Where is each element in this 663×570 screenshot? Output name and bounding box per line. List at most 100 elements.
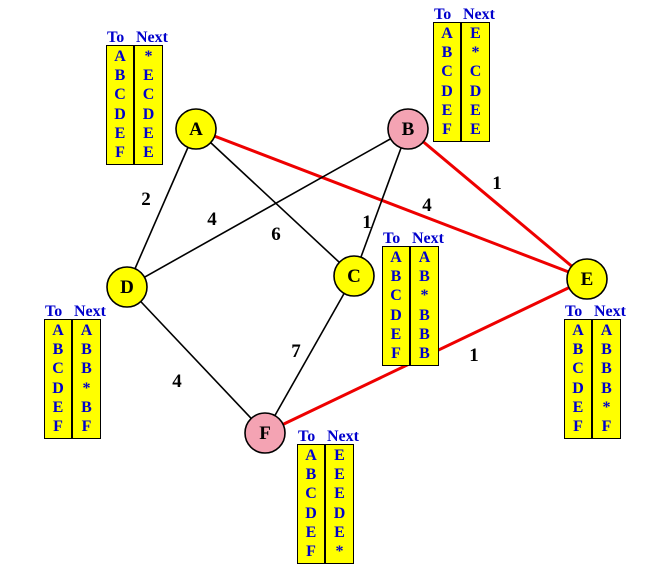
next-hop-cell: B <box>419 344 430 362</box>
destination-cell: B <box>114 67 126 85</box>
edge-weight-a-d: 2 <box>141 189 151 210</box>
column-divider <box>71 320 73 438</box>
next-hop-cell: E <box>143 143 154 161</box>
node-a: A <box>175 108 217 150</box>
node-circle-e <box>566 258 608 300</box>
edge-weight-a-e: 4 <box>422 195 432 216</box>
destination-cell: A <box>305 447 317 465</box>
next-hop-cell: B <box>81 360 92 378</box>
destination-cell: F <box>115 143 125 161</box>
next-hop-cell: B <box>81 341 92 359</box>
column-divider <box>409 247 411 365</box>
node-label-c: C <box>347 266 361 287</box>
destination-cell: C <box>390 287 402 305</box>
edge-d-f <box>126 286 266 434</box>
next-hop-cell: B <box>601 341 612 359</box>
next-hop-cell: D <box>142 105 155 123</box>
next-hop-cell: E <box>470 101 481 119</box>
edge-c-f <box>264 275 355 434</box>
header-to: To <box>383 230 401 247</box>
destination-cell: A <box>390 249 402 267</box>
destination-cell: D <box>305 504 317 522</box>
destination-cell: C <box>114 86 126 104</box>
node-c: C <box>333 255 375 297</box>
column-divider <box>460 23 462 141</box>
node-label-e: E <box>581 269 594 290</box>
destination-cell: E <box>114 124 126 142</box>
next-hop-cell: C <box>469 63 482 81</box>
node-circle-a <box>175 108 217 150</box>
node-circle-c <box>333 255 375 297</box>
edge-b-c <box>353 128 409 277</box>
next-hop-cell: D <box>469 82 482 100</box>
header-next: Next <box>594 303 626 320</box>
next-hop-cell: B <box>419 306 430 324</box>
next-hop-cell: A <box>418 249 431 267</box>
destination-cell: F <box>391 344 401 362</box>
column-divider <box>324 445 326 563</box>
header-to: To <box>565 303 583 320</box>
header-next: Next <box>74 303 106 320</box>
destination-cell: D <box>572 379 584 397</box>
destination-cell: C <box>441 63 453 81</box>
next-hop-cell: A <box>80 322 93 340</box>
header-next: Next <box>136 29 168 46</box>
next-hop-cell: B <box>601 379 612 397</box>
node-circle-d <box>106 266 148 308</box>
destination-cell: C <box>572 360 584 378</box>
header-to: To <box>45 303 63 320</box>
destination-cell: B <box>572 341 584 359</box>
destination-cell: A <box>572 322 584 340</box>
column-divider <box>133 46 135 164</box>
next-hop-cell: E <box>334 447 345 465</box>
edge-a-c <box>195 128 355 277</box>
destination-cell: C <box>305 485 317 503</box>
next-hop-cell: F <box>81 417 92 435</box>
destination-cell: E <box>441 101 453 119</box>
edge-b-e <box>407 127 588 281</box>
next-hop-cell: D <box>333 504 346 522</box>
next-hop-cell: * <box>471 44 480 62</box>
next-hop-cell: * <box>602 398 611 416</box>
next-hop-cell: B <box>419 325 430 343</box>
node-label-b: B <box>402 119 415 140</box>
destination-cell: E <box>305 523 317 541</box>
destination-cell: A <box>114 48 126 66</box>
next-hop-cell: B <box>601 360 612 378</box>
next-hop-cell: E <box>470 25 481 43</box>
next-hop-cell: B <box>81 398 92 416</box>
destination-cell: D <box>441 82 453 100</box>
edge-weight-c-f: 7 <box>291 341 301 362</box>
destination-cell: F <box>53 417 63 435</box>
destination-cell: C <box>52 360 64 378</box>
destination-cell: F <box>306 542 316 560</box>
node-circle-b <box>387 108 429 150</box>
edge-a-e <box>195 127 588 281</box>
header-next: Next <box>327 428 359 445</box>
destination-cell: B <box>441 44 453 62</box>
node-e: E <box>566 258 608 300</box>
destination-cell: B <box>390 268 402 286</box>
destination-cell: F <box>573 417 583 435</box>
node-label-a: A <box>189 119 203 140</box>
next-hop-cell: E <box>334 485 345 503</box>
node-f: F <box>244 412 286 454</box>
destination-cell: E <box>390 325 402 343</box>
next-hop-cell: F <box>601 417 612 435</box>
destination-cell: F <box>442 120 452 138</box>
node-circle-f <box>244 412 286 454</box>
next-hop-cell: E <box>470 120 481 138</box>
edge-a-d <box>126 128 197 288</box>
edge-b-d <box>126 128 409 288</box>
